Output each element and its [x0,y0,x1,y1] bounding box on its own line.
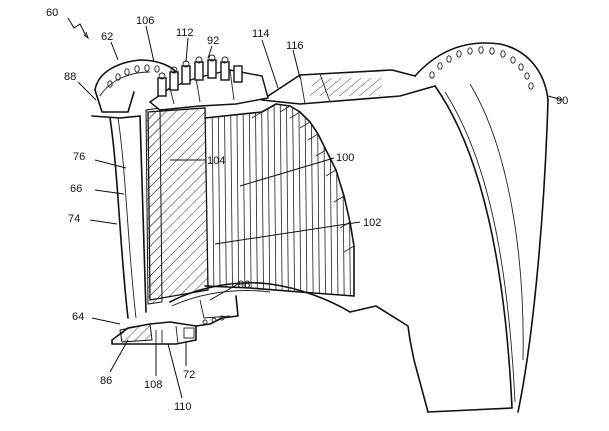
outer-casing [262,43,548,412]
figure-ref-label: 60 [46,7,58,19]
label-92: 92 [207,35,219,47]
outer-flange-holes [430,47,533,89]
nozzle-section [146,108,208,304]
inner-ring [110,116,146,318]
label-96: 96 [238,279,250,291]
top-mechanism [150,55,268,110]
label-76: 76 [73,151,85,163]
label-112: 112 [176,27,194,39]
lower-base [112,322,196,344]
label-106: 106 [136,15,154,27]
label-86: 86 [100,375,112,387]
label-90: 90 [556,95,568,107]
label-104: 104 [207,155,225,167]
label-64: 64 [72,311,84,323]
label-110: 110 [174,401,192,413]
label-72: 72 [183,369,195,381]
label-114: 114 [252,28,270,40]
label-66: 66 [70,183,82,195]
label-108: 108 [144,379,162,391]
label-102: 102 [363,217,381,229]
inner-hub [170,283,512,412]
label-74: 74 [68,213,80,225]
label-88: 88 [64,71,76,83]
label-116: 116 [286,40,304,52]
reference-labels: 60 62 106 112 92 114 116 88 90 76 104 10… [46,7,568,413]
label-62: 62 [101,31,113,43]
label-100: 100 [336,152,354,164]
blade-array [205,100,357,300]
